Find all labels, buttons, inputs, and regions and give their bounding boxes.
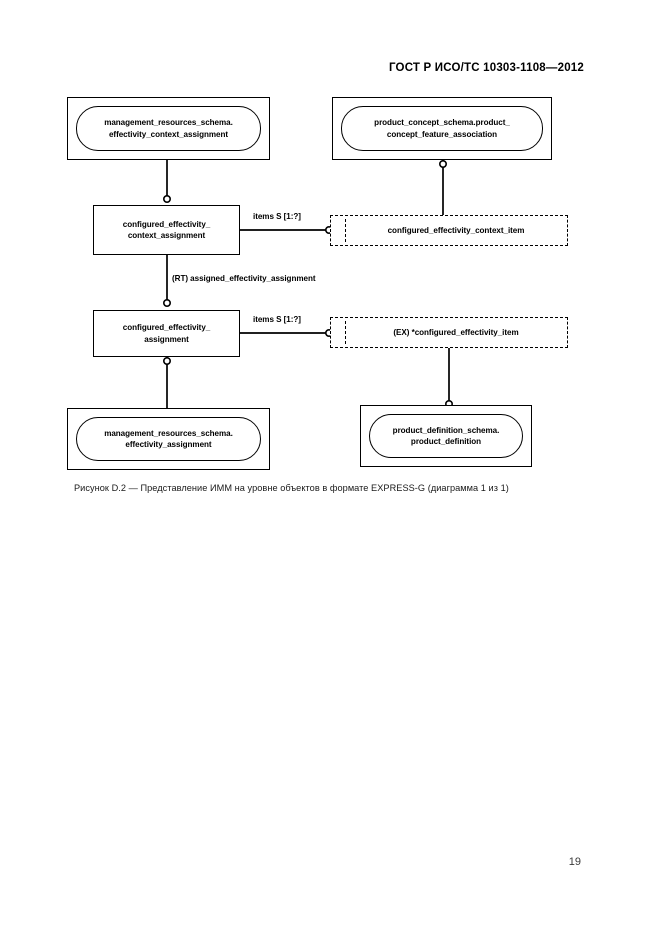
node-configured-effectivity-context-item[interactable]: configured_effectivity_context_item bbox=[330, 215, 568, 246]
node-effectivity-context-assignment-label: management_resources_schema. effectivity… bbox=[104, 118, 233, 139]
select-divider-effectivity-item bbox=[345, 321, 346, 344]
page-number: 19 bbox=[568, 856, 581, 868]
document-header-standard-number: ГОСТ Р ИСО/ТС 10303-1108—2012 bbox=[388, 62, 584, 74]
node-effectivity-context-assignment[interactable]: management_resources_schema. effectivity… bbox=[67, 97, 270, 160]
connector-circle-assigned-effectivity bbox=[163, 298, 172, 307]
node-configured-effectivity-item[interactable]: (EX) *configured_effectivity_item bbox=[330, 317, 568, 348]
connector-circle-effectivity-assignment bbox=[163, 356, 172, 365]
node-product-definition-inner: product_definition_schema. product_defin… bbox=[369, 414, 523, 458]
node-configured-effectivity-context-assignment[interactable]: configured_effectivity_ context_assignme… bbox=[93, 205, 240, 255]
select-divider-context-item bbox=[345, 219, 346, 242]
node-effectivity-context-assignment-inner: management_resources_schema. effectivity… bbox=[76, 106, 261, 151]
node-product-definition[interactable]: product_definition_schema. product_defin… bbox=[360, 405, 532, 467]
edge-label-items-context: items S [1:?] bbox=[253, 212, 301, 221]
figure-caption: Рисунок D.2 — Представление ИММ на уровн… bbox=[74, 483, 509, 493]
connector-circle-context-assignment bbox=[163, 195, 172, 204]
node-configured-effectivity-context-item-label: configured_effectivity_context_item bbox=[387, 225, 525, 235]
node-product-concept-feature-association[interactable]: product_concept_schema.product_ concept_… bbox=[332, 97, 552, 160]
node-effectivity-assignment[interactable]: management_resources_schema. effectivity… bbox=[67, 408, 270, 470]
node-configured-effectivity-item-label: (EX) *configured_effectivity_item bbox=[393, 327, 519, 337]
node-configured-effectivity-context-assignment-label: configured_effectivity_ context_assignme… bbox=[122, 219, 211, 240]
edge-label-assigned-effectivity-assignment: (RT) assigned_effectivity_assignment bbox=[172, 274, 316, 283]
node-product-definition-label: product_definition_schema. product_defin… bbox=[392, 425, 500, 446]
node-product-concept-feature-association-label: product_concept_schema.product_ concept_… bbox=[374, 118, 510, 139]
node-effectivity-assignment-inner: management_resources_schema. effectivity… bbox=[76, 417, 261, 461]
node-configured-effectivity-assignment[interactable]: configured_effectivity_ assignment bbox=[93, 310, 240, 357]
connector-circle-product-concept bbox=[438, 160, 447, 169]
edge-label-items-effectivity: items S [1:?] bbox=[253, 315, 301, 324]
express-g-diagram: management_resources_schema. effectivity… bbox=[67, 97, 568, 470]
node-product-concept-feature-association-inner: product_concept_schema.product_ concept_… bbox=[341, 106, 543, 151]
node-effectivity-assignment-label: management_resources_schema. effectivity… bbox=[104, 428, 233, 449]
node-configured-effectivity-assignment-label: configured_effectivity_ assignment bbox=[122, 323, 211, 344]
